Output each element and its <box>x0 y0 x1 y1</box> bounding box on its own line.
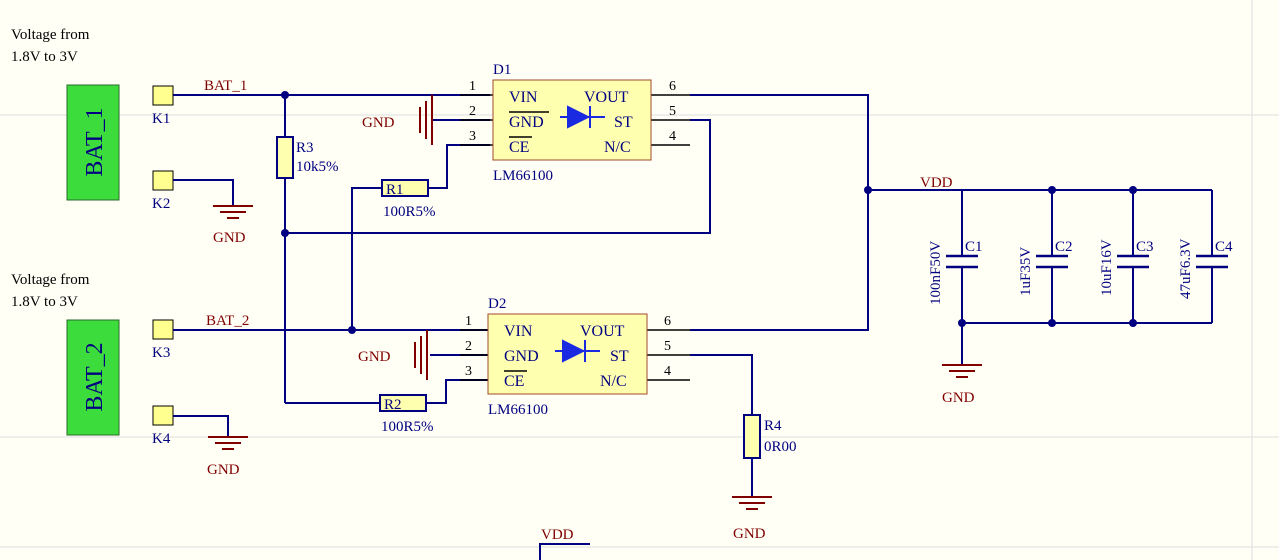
resistor-r2-value: 100R5% <box>381 419 434 435</box>
chip-d2-pin-number-2: 2 <box>465 339 472 354</box>
capacitor-c2-value: 1uF35V <box>1018 247 1034 296</box>
chip-d2-diode-icon <box>555 339 600 363</box>
chip-d2-pin-nc: N/C <box>600 373 627 390</box>
resistor-r4-designator: R4 <box>764 418 782 434</box>
ground-symbol-k2: GND <box>213 205 253 246</box>
capacitor-c1[interactable]: C1 100nF50V <box>928 239 983 305</box>
chip-d2-pin-number-4: 4 <box>664 364 671 379</box>
resistor-r4-value: 0R00 <box>764 439 797 455</box>
resistor-r2-designator: R2 <box>384 397 402 413</box>
chip-d1-part: LM66100 <box>493 168 553 184</box>
wires <box>173 94 1213 560</box>
capacitor-c3-value: 10uF16V <box>1099 239 1115 296</box>
capacitor-c2[interactable]: C2 1uF35V <box>1018 239 1073 296</box>
resistor-r1[interactable]: R1 100R5% <box>381 179 436 220</box>
chip-d1-pin-number-6: 6 <box>669 79 676 94</box>
net-label-vdd: VDD <box>920 175 953 191</box>
capacitor-c1-value: 100nF50V <box>928 241 944 305</box>
capacitor-c4[interactable]: C4 47uF6.3V <box>1178 238 1233 299</box>
battery-bat2-label: BAT_2 <box>82 342 108 411</box>
chip-d1-pin-ce: CE <box>509 139 529 156</box>
chip-d1-designator: D1 <box>493 62 511 78</box>
chip-d1-pin-gnd: GND <box>509 114 544 131</box>
chip-d2-pin-st: ST <box>610 348 629 365</box>
chip-d1-pin-st: ST <box>614 114 633 131</box>
connector-k1-label: K1 <box>152 111 170 127</box>
resistor-r1-designator: R1 <box>386 182 404 198</box>
connector-k4-label: K4 <box>152 431 171 447</box>
resistor-r4[interactable]: R4 0R00 <box>743 414 797 459</box>
capacitor-c2-designator: C2 <box>1055 239 1073 255</box>
chip-d1-pin-nc: N/C <box>604 139 631 156</box>
chip-d1-pin-vin: VIN <box>509 89 538 106</box>
ground-label-k4: GND <box>207 462 240 478</box>
ground-label-d2: GND <box>358 349 391 365</box>
connector-k3-label: K3 <box>152 345 170 361</box>
connector-k1[interactable]: K1 <box>152 85 174 127</box>
chip-d2-pin-number-6: 6 <box>664 314 671 329</box>
connector-k2-label: K2 <box>152 196 170 212</box>
ground-symbol-r4: GND <box>732 496 772 542</box>
chip-d1[interactable]: D1 LM66100 VIN GND CE VOUT ST N/C 1 2 3 … <box>460 62 690 184</box>
resistor-r1-value: 100R5% <box>383 204 436 220</box>
ground-symbol-k4: GND <box>207 436 248 478</box>
chip-d2-pin-ce: CE <box>504 373 524 390</box>
chip-d2-pin-gnd: GND <box>504 348 539 365</box>
net-label-bat1: BAT_1 <box>204 78 247 94</box>
battery-bat2[interactable]: BAT_2 <box>66 319 120 436</box>
net-label-vdd-bottom: VDD <box>541 527 574 543</box>
chip-d1-pin-vout: VOUT <box>584 89 629 106</box>
battery-bat1-label: BAT_1 <box>82 107 108 176</box>
ground-label-d1: GND <box>362 115 395 131</box>
ground-label-k2: GND <box>213 230 246 246</box>
connector-k3[interactable]: K3 <box>152 319 174 361</box>
chip-d2-designator: D2 <box>488 296 506 312</box>
note-bottom-line1: Voltage from <box>11 272 90 288</box>
ground-symbol-caps: GND <box>942 364 982 406</box>
chip-d1-diode-icon <box>560 105 605 129</box>
connector-k2[interactable]: K2 <box>152 170 174 212</box>
chip-d1-pin-number-4: 4 <box>669 129 676 144</box>
capacitor-c3-designator: C3 <box>1136 239 1154 255</box>
resistor-r3-designator: R3 <box>296 140 314 156</box>
capacitor-c4-value: 47uF6.3V <box>1178 238 1194 299</box>
capacitor-c4-designator: C4 <box>1215 239 1233 255</box>
connector-k4[interactable]: K4 <box>152 405 174 447</box>
note-bottom-line2: 1.8V to 3V <box>11 294 78 310</box>
resistor-r2[interactable]: R2 100R5% <box>379 394 434 435</box>
chip-d1-pin-number-1: 1 <box>469 79 476 94</box>
chip-d2-pin-number-5: 5 <box>664 339 671 354</box>
chip-d2-pin-vin: VIN <box>504 323 533 340</box>
note-top-line2: 1.8V to 3V <box>11 49 78 65</box>
ground-label-r4: GND <box>733 526 766 542</box>
capacitor-c3[interactable]: C3 10uF16V <box>1099 239 1154 296</box>
chip-d2-pin-number-3: 3 <box>465 364 472 379</box>
chip-d1-pin-number-2: 2 <box>469 104 476 119</box>
chip-d2-pin-vout: VOUT <box>580 323 625 340</box>
junctions <box>281 91 1137 334</box>
battery-bat1[interactable]: BAT_1 <box>66 84 120 201</box>
chip-d2-part: LM66100 <box>488 402 548 418</box>
resistor-r3[interactable]: R3 10k5% <box>276 136 339 179</box>
chip-d2-pin-number-1: 1 <box>465 314 472 329</box>
capacitor-c1-designator: C1 <box>965 239 983 255</box>
resistor-r3-value: 10k5% <box>296 159 339 175</box>
chip-d1-pin-number-3: 3 <box>469 129 476 144</box>
ground-label-caps: GND <box>942 390 975 406</box>
chip-d1-pin-number-5: 5 <box>669 104 676 119</box>
note-top-line1: Voltage from <box>11 27 90 43</box>
net-label-bat2: BAT_2 <box>206 313 249 329</box>
chip-d2[interactable]: D2 LM66100 VIN GND CE VOUT ST N/C 1 2 3 … <box>460 296 690 418</box>
